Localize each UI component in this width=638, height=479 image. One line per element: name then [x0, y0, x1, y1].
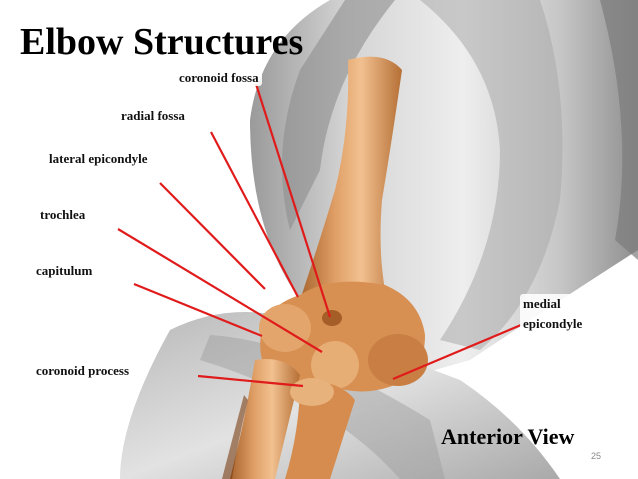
ulna-bone [285, 380, 355, 479]
medial-epicondyle-bone [368, 334, 428, 386]
right-edge-muscle [600, 0, 638, 260]
left-muscle-band [282, 0, 395, 230]
label-coronoid-fossa: coronoid fossa [176, 70, 262, 86]
pointer-lateral-epicondyle [159, 182, 266, 290]
label-capitulum: capitulum [33, 263, 96, 279]
label-radial-fossa: radial fossa [118, 108, 188, 124]
trochlea-bone [311, 341, 359, 389]
view-label: Anterior View [441, 424, 575, 449]
humerus-shaft [300, 56, 402, 300]
pointer-medial-epicondyle [392, 323, 522, 381]
label-trochlea: trochlea [37, 207, 89, 223]
label-medial-epicondyle: medial epicondyle [520, 294, 586, 334]
radius-dark-edge [222, 395, 248, 479]
pointer-coronoid-process [197, 374, 304, 388]
radius-bone [230, 359, 300, 479]
coronoid-process-bone [290, 378, 334, 406]
pointer-trochlea [117, 228, 323, 353]
pointer-coronoid-fossa [254, 83, 332, 318]
label-lateral-epicondyle: lateral epicondyle [46, 151, 151, 167]
pointer-lines [117, 83, 522, 388]
pointer-capitulum [133, 282, 263, 338]
biceps-band [420, 0, 563, 350]
coronoid-fossa-bone [322, 310, 342, 326]
page-number: 25 [591, 451, 602, 461]
slide-title: Elbow Structures [20, 21, 304, 63]
capitulum-bone [259, 304, 311, 352]
pointer-radial-fossa [210, 131, 299, 298]
label-medial-epicondyle-line1: medial [523, 296, 561, 311]
label-medial-epicondyle-line2: epicondyle [523, 316, 583, 331]
label-coronoid-process: coronoid process [33, 363, 133, 379]
